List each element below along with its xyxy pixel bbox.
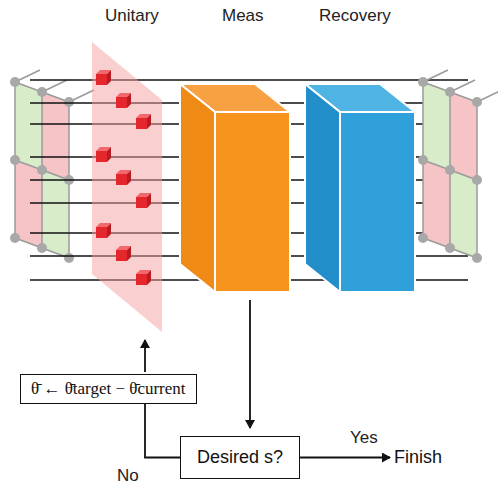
right-lattice (418, 70, 498, 263)
gate-cubes (96, 70, 151, 285)
flow-connector (300, 457, 390, 459)
feedback-arrow (144, 340, 146, 372)
unitary-plane (92, 42, 162, 332)
edge-label: Yes (350, 428, 378, 448)
recovery-block (305, 84, 415, 292)
node-text: θ̄ ← θ̄target − θ̄current (31, 379, 186, 399)
left-lattice (10, 70, 94, 263)
update-box: θ̄ ← θ̄target − θ̄current (20, 374, 197, 404)
decision-box: Desired s? (180, 436, 300, 479)
meas-block (180, 84, 290, 292)
syndrome-arrow (249, 300, 251, 428)
edge-label: No (117, 466, 139, 486)
node-text: Finish (394, 447, 442, 468)
stage-label: Meas (222, 6, 264, 26)
stage-label: Unitary (105, 6, 159, 26)
stage-label: Recovery (319, 6, 391, 26)
finish-text: Finish (392, 447, 444, 468)
flow-connector (145, 404, 180, 458)
node-text: Desired s? (197, 447, 283, 468)
